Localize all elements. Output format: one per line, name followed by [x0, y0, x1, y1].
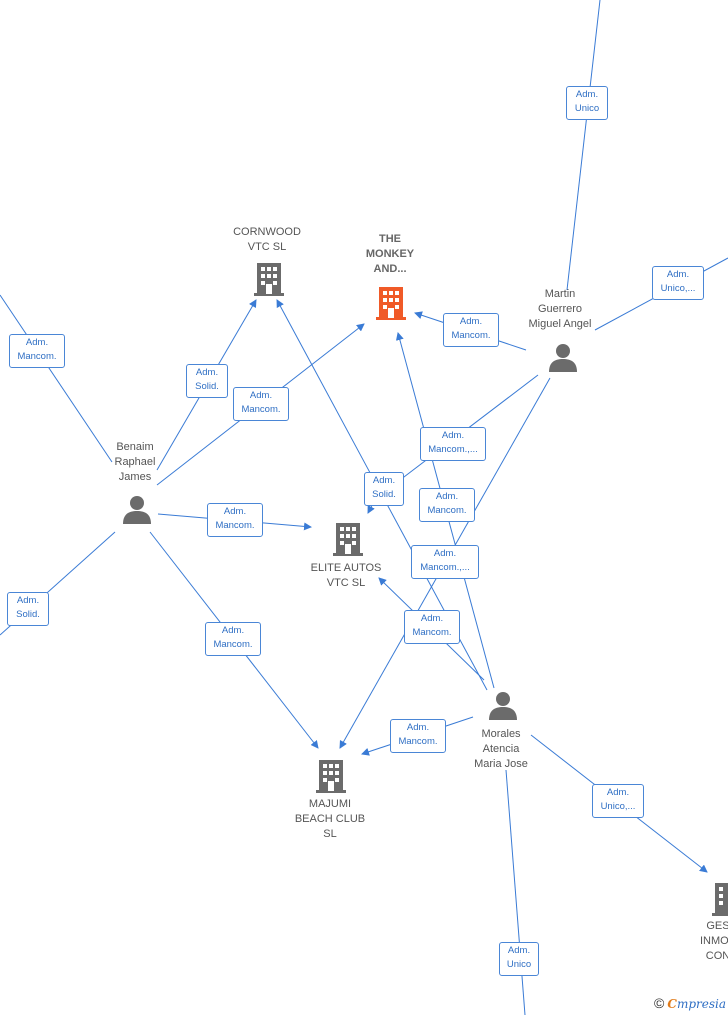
company-label-monkey[interactable]: THE MONKEY AND... — [365, 233, 415, 275]
person-label-benaim[interactable]: Benaim Raphael James — [114, 441, 156, 483]
person-label-martin[interactable]: Martin Guerrero Miguel Angel — [528, 288, 592, 330]
role-badge[interactable]: Adm. Solid. — [364, 472, 404, 506]
building-icon-cornwood[interactable] — [254, 260, 284, 296]
building-icon-elite[interactable] — [333, 520, 363, 556]
role-badge[interactable]: Adm. Unico,... — [592, 784, 644, 818]
company-label-majumi[interactable]: MAJUMI BEACH CLUB SL — [294, 798, 366, 840]
role-badge[interactable]: Adm. Mancom. — [207, 503, 263, 537]
edge-benaim-leftup — [0, 294, 113, 463]
footer-brand: ©Cmpresia — [654, 995, 726, 1011]
role-badge[interactable]: Adm. Mancom. — [419, 488, 475, 522]
role-badge[interactable]: Adm. Mancom.,... — [411, 545, 479, 579]
edge-morales-down — [505, 769, 526, 1015]
building-icon-majumi[interactable] — [316, 757, 346, 793]
company-label-elite[interactable]: ELITE AUTOS VTC SL — [310, 562, 382, 589]
role-badge[interactable]: Adm. Unico — [566, 86, 608, 120]
role-badge[interactable]: Adm. Mancom. — [233, 387, 289, 421]
person-icon-martin[interactable] — [548, 342, 578, 372]
role-badge[interactable]: Adm. Mancom. — [404, 610, 460, 644]
role-badge[interactable]: Adm. Solid. — [186, 364, 228, 398]
role-badge[interactable]: Adm. Unico — [499, 942, 539, 976]
person-icon-benaim[interactable] — [122, 494, 152, 524]
company-label-ges[interactable]: GES INMOB CON — [699, 920, 728, 962]
copyright-icon: © — [654, 995, 665, 1011]
brand-name: mpresia — [676, 997, 726, 1011]
brand-initial: C — [667, 997, 677, 1011]
role-badge[interactable]: Adm. Mancom. — [390, 719, 446, 753]
building-icon-ges[interactable] — [712, 880, 728, 916]
role-badge[interactable]: Adm. Unico,... — [652, 266, 704, 300]
edge-martin-top — [566, 0, 601, 291]
person-label-morales[interactable]: Morales Atencia Maria Jose — [474, 728, 528, 770]
person-icon-morales[interactable] — [488, 690, 518, 720]
company-label-cornwood[interactable]: CORNWOOD VTC SL — [233, 226, 301, 253]
role-badge[interactable]: Adm. Mancom.,... — [420, 427, 486, 461]
role-badge[interactable]: Adm. Mancom. — [9, 334, 65, 368]
role-badge[interactable]: Adm. Mancom. — [205, 622, 261, 656]
role-badge[interactable]: Adm. Solid. — [7, 592, 49, 626]
role-badge[interactable]: Adm. Mancom. — [443, 313, 499, 347]
building-icon-monkey[interactable] — [376, 284, 406, 320]
